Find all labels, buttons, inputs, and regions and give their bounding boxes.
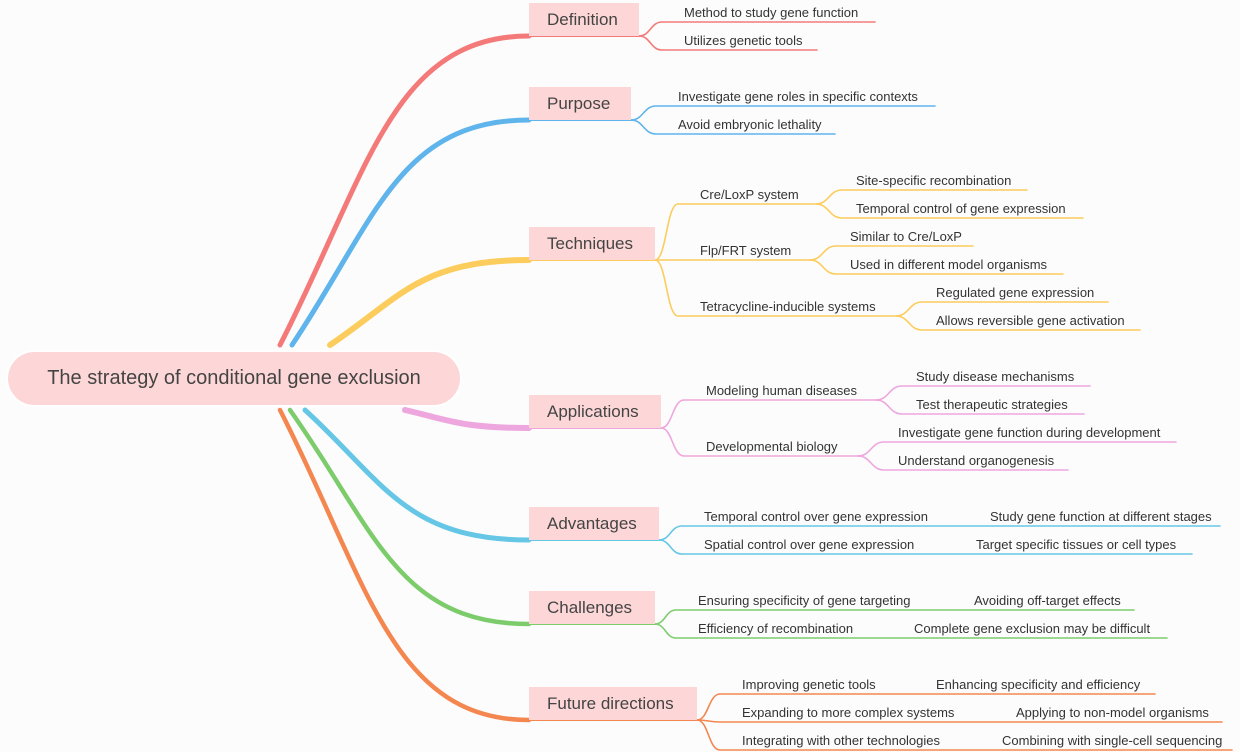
subtopic-label[interactable]: Efficiency of recombination [698, 621, 854, 636]
leaf-label[interactable]: Regulated gene expression [936, 285, 1095, 300]
root-topic[interactable]: The strategy of conditional gene exclusi… [6, 350, 462, 407]
leaf-label[interactable]: Test therapeutic strategies [916, 397, 1068, 412]
leaf-label[interactable]: Target specific tissues or cell types [976, 537, 1177, 552]
subtopic-connector [630, 105, 936, 121]
branch-topic-applications[interactable]: Applications [529, 395, 661, 428]
root-connector-3 [402, 407, 532, 431]
subtopic-label[interactable]: Developmental biology [706, 439, 838, 454]
root-connector-1 [289, 117, 532, 348]
subtopic-label[interactable]: Improving genetic tools [742, 677, 876, 692]
subtopic-connector [660, 399, 879, 429]
subtopic-label[interactable]: Ensuring specificity of gene targeting [698, 593, 911, 608]
subtopic-label[interactable]: Modeling human diseases [706, 383, 858, 398]
subtopic-label[interactable]: Temporal control over gene expression [704, 509, 929, 524]
leaf-connector [815, 203, 1084, 219]
leaf-connector [809, 245, 974, 261]
branch-topic-techniques[interactable]: Techniques [529, 227, 655, 260]
subtopic-label[interactable]: Expanding to more complex systems [742, 705, 955, 720]
subtopic-connector [696, 693, 1156, 721]
subtopic-connector [658, 525, 1221, 541]
leaf-label[interactable]: Complete gene exclusion may be difficult [914, 621, 1151, 636]
leaf-label[interactable]: Similar to Cre/LoxP [850, 229, 962, 244]
subtopic-connector [638, 21, 876, 37]
leaf-connector [815, 189, 1028, 205]
subtopic-connector [660, 427, 861, 457]
subtopic-label[interactable]: Integrating with other technologies [742, 733, 941, 748]
leaf-label[interactable]: Study gene function at different stages [990, 509, 1212, 524]
leaf-connector [857, 441, 1177, 457]
subtopic-connector [658, 539, 1193, 555]
root-topic-label: The strategy of conditional gene exclusi… [47, 367, 421, 389]
subtopic-label[interactable]: Cre/LoxP system [700, 187, 799, 202]
leaf-connector [895, 301, 1109, 317]
branch-topic-advantages[interactable]: Advantages [529, 507, 659, 540]
subtopic-connector [654, 203, 821, 261]
leaf-connector [857, 455, 1069, 471]
branch-topic-challenges[interactable]: Challenges [529, 591, 655, 624]
subtopic-label[interactable]: Investigate gene roles in specific conte… [678, 89, 918, 104]
subtopic-connector [654, 609, 1135, 625]
subtopic-connector [696, 719, 1233, 751]
leaf-label[interactable]: Avoiding off-target effects [974, 593, 1121, 608]
leaf-label[interactable]: Study disease mechanisms [916, 369, 1075, 384]
subtopic-label[interactable]: Utilizes genetic tools [684, 33, 803, 48]
subtopic-connector [638, 35, 818, 51]
root-connector-0 [277, 33, 532, 348]
root-connector-5 [287, 407, 532, 627]
root-connector-6 [277, 407, 532, 723]
branch-topic-purpose[interactable]: Purpose [529, 87, 631, 120]
leaf-label[interactable]: Used in different model organisms [850, 257, 1048, 272]
subtopic-label[interactable]: Avoid embryonic lethality [678, 117, 822, 132]
branch-topic-future-directions[interactable]: Future directions [529, 687, 697, 720]
subtopic-label[interactable]: Spatial control over gene expression [704, 537, 915, 552]
subtopic-connector [654, 259, 901, 317]
leaf-label[interactable]: Temporal control of gene expression [856, 201, 1066, 216]
subtopic-connector [630, 119, 836, 135]
root-connector-4 [302, 407, 532, 543]
leaf-label[interactable]: Understand organogenesis [898, 453, 1055, 468]
leaf-connector [875, 385, 1091, 401]
subtopic-label[interactable]: Flp/FRT system [700, 243, 792, 258]
leaf-connector [895, 315, 1141, 331]
subtopic-label[interactable]: Method to study gene function [684, 5, 859, 20]
leaf-label[interactable]: Site-specific recombination [856, 173, 1012, 188]
subtopic-label[interactable]: Tetracycline-inducible systems [700, 299, 876, 314]
leaf-label[interactable]: Enhancing specificity and efficiency [936, 677, 1141, 692]
root-connector-2 [327, 257, 532, 348]
leaf-connector [809, 259, 1064, 275]
leaf-label[interactable]: Investigate gene function during develop… [898, 425, 1161, 440]
leaf-label[interactable]: Combining with single-cell sequencing [1002, 733, 1223, 748]
branch-topic-definition[interactable]: Definition [529, 3, 639, 36]
subtopic-connector [654, 623, 1168, 639]
leaf-connector [875, 399, 1085, 415]
leaf-label[interactable]: Allows reversible gene activation [936, 313, 1125, 328]
leaf-label[interactable]: Applying to non-model organisms [1016, 705, 1209, 720]
